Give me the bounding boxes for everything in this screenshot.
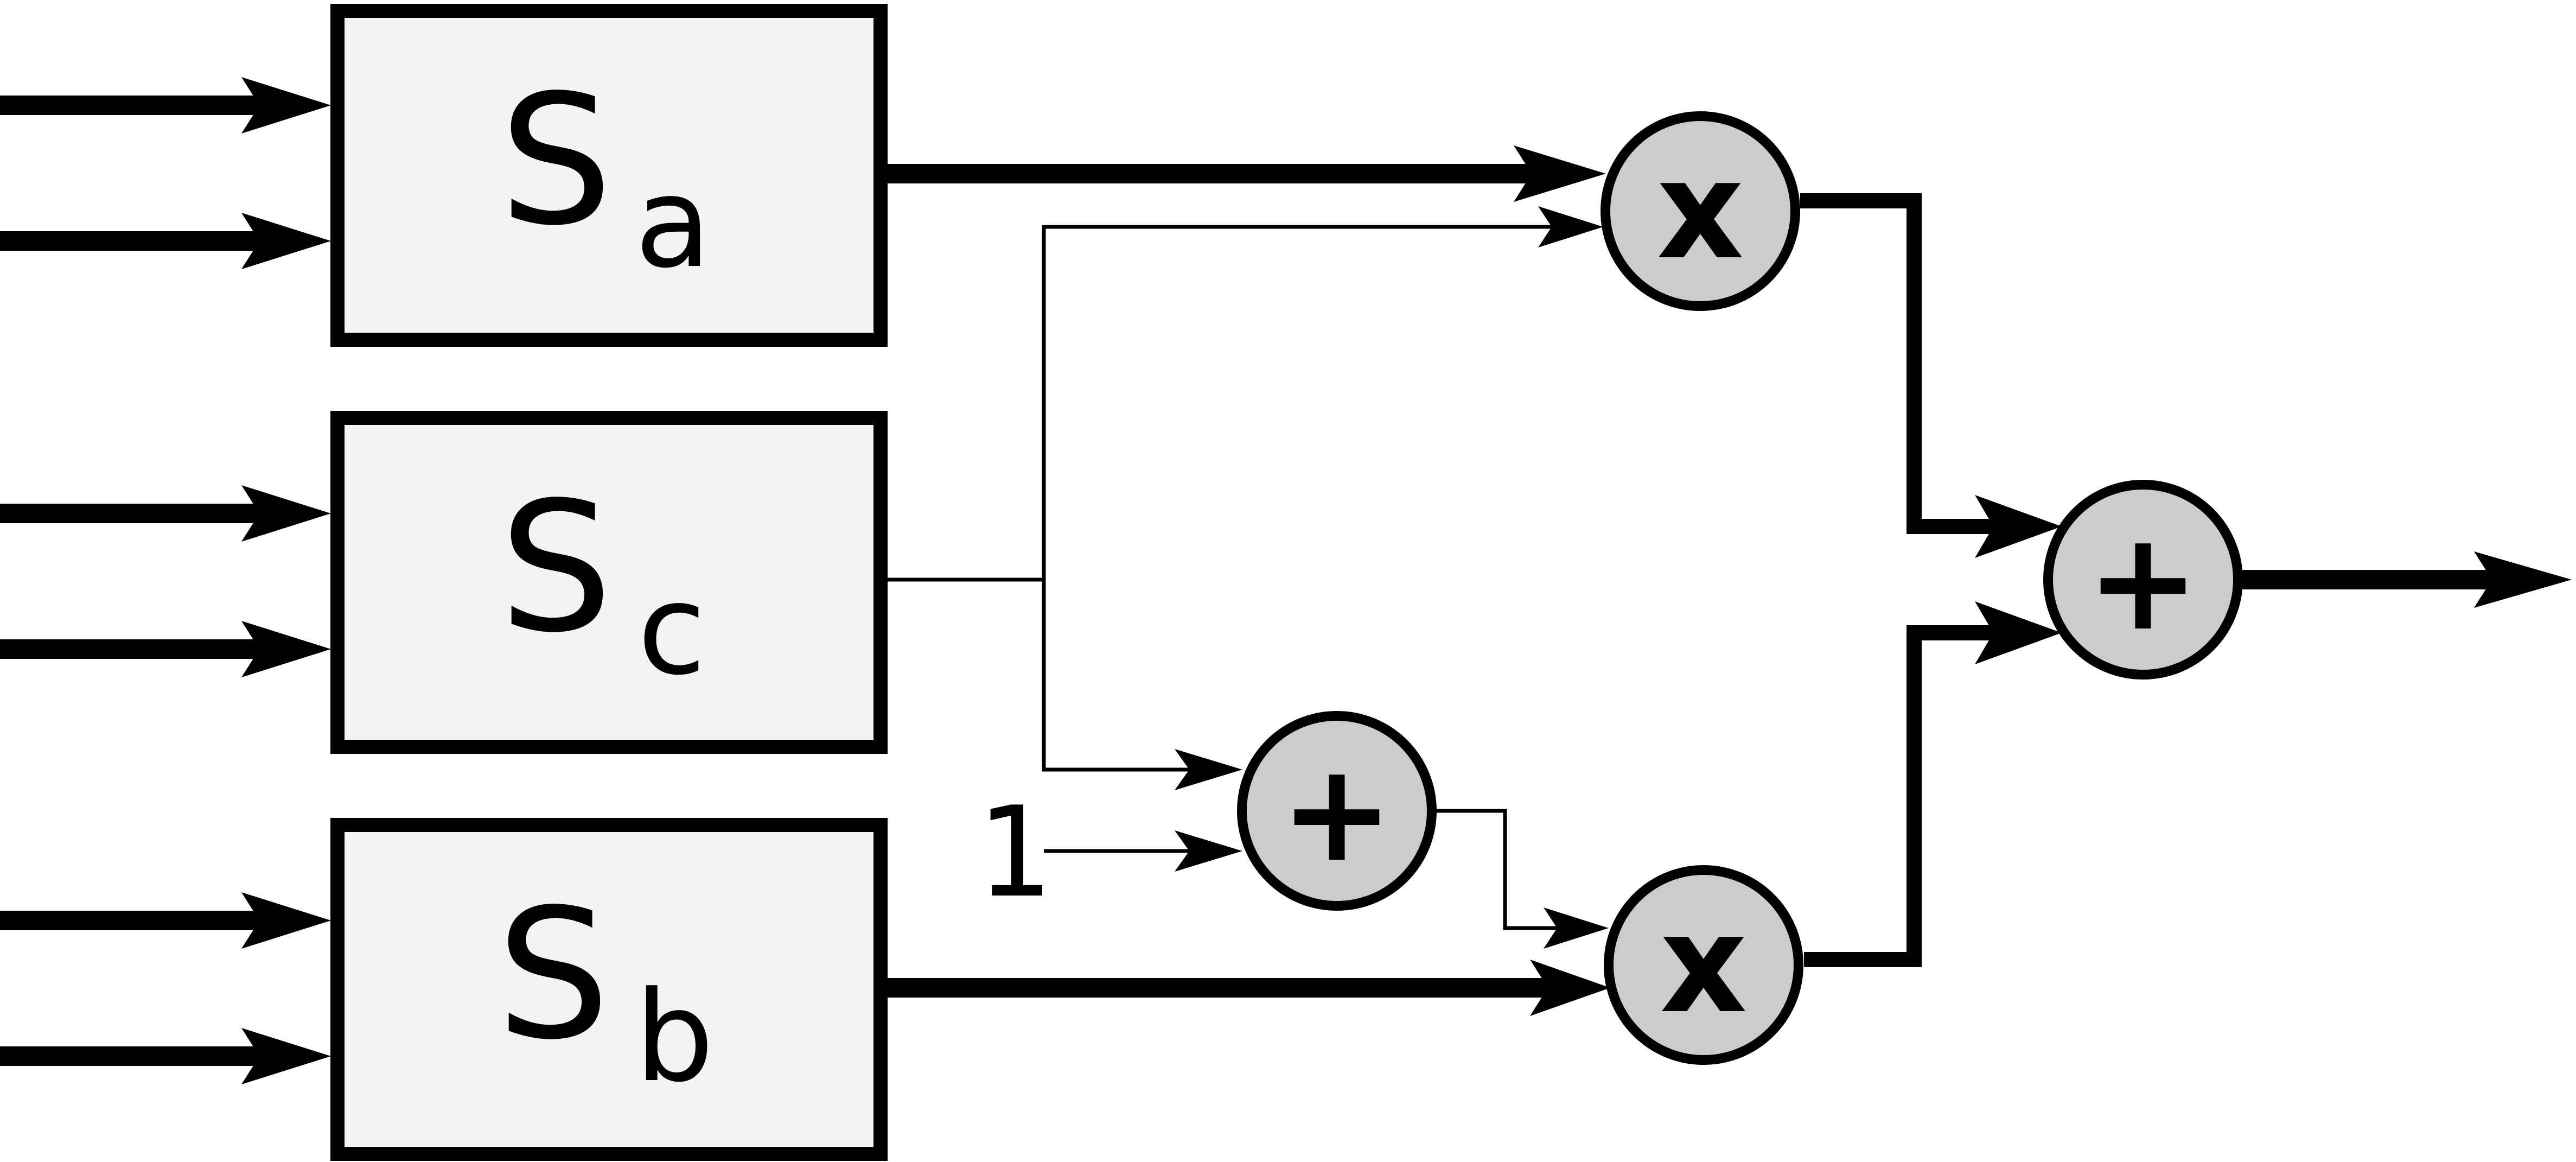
sb-to-multiply-bottom (888, 960, 1610, 1016)
sc-to-multiply-top-wire (1042, 225, 1557, 580)
final-output-arrowhead (2474, 551, 2572, 608)
sa-input-arrows (0, 77, 331, 269)
multiply-bottom-output-arrowhead (1975, 601, 2062, 664)
add-middle-output-arrowhead (1544, 907, 1609, 949)
sa-to-multiply-top (888, 145, 1606, 202)
block-sb-rect (330, 818, 888, 1161)
sb-input-arrows (0, 892, 331, 1084)
add-output-symbol: + (2086, 503, 2199, 661)
sb-input-arrowhead-2 (241, 1028, 331, 1084)
block-sa-main-label: S (499, 56, 613, 265)
sb-input-arrowhead-1 (241, 892, 331, 949)
multiply-top-symbol: x (1656, 131, 1744, 289)
sa-output-arrowhead (1514, 145, 1606, 202)
sc-to-multiply-top-arrowhead (1538, 206, 1603, 247)
multiply-bottom-symbol: x (1660, 885, 1747, 1043)
sc-input-arrowhead-1 (241, 485, 331, 542)
add-middle-circle (1237, 711, 1437, 911)
multiply-top-node: x (1601, 111, 1800, 311)
add-output-node: + (2043, 480, 2243, 680)
block-sc-rect (330, 411, 888, 754)
block-sc-subscript: c (637, 558, 706, 703)
multiply-top-output-arrowhead (1975, 495, 2062, 558)
multiply-top-output-wire (1800, 193, 1997, 534)
add-output-circle (2043, 480, 2243, 680)
multiply-bottom-node: x (1604, 865, 1803, 1065)
add-middle-to-multiply-bottom (1437, 809, 1609, 949)
block-sa-subscript: a (635, 151, 711, 296)
sc-to-add-middle-wire (1042, 580, 1196, 772)
block-sb-main-label: S (496, 871, 610, 1079)
constant-one-label: 1 (975, 780, 1050, 925)
sb-output-arrowhead (1530, 960, 1610, 1016)
sa-input-arrowhead-2 (241, 213, 331, 269)
block-sb: S b (330, 818, 888, 1161)
block-sc-main-label: S (499, 463, 613, 672)
add-middle-node: + (1237, 711, 1437, 911)
multiply-top-circle (1601, 111, 1800, 311)
block-sc: S c (330, 411, 888, 754)
sc-output-wires (888, 206, 1603, 790)
constant-arrowhead (1175, 830, 1242, 872)
sc-input-arrows (0, 485, 331, 677)
multipliers-to-add-output (1800, 193, 2062, 967)
block-sb-subscript: b (635, 965, 714, 1110)
add-middle-output-wire (1437, 809, 1563, 930)
sa-input-arrowhead-1 (241, 77, 331, 134)
constant-input: 1 (975, 780, 1242, 925)
multiply-bottom-output-wire (1804, 625, 1997, 967)
sc-to-add-middle-arrowhead (1175, 749, 1242, 790)
block-sa: S a (330, 4, 888, 347)
final-output (2235, 551, 2572, 608)
multiply-bottom-circle (1604, 865, 1803, 1065)
block-sa-rect (330, 4, 888, 347)
add-middle-symbol: + (1280, 734, 1393, 892)
sc-input-arrowhead-2 (241, 621, 331, 677)
